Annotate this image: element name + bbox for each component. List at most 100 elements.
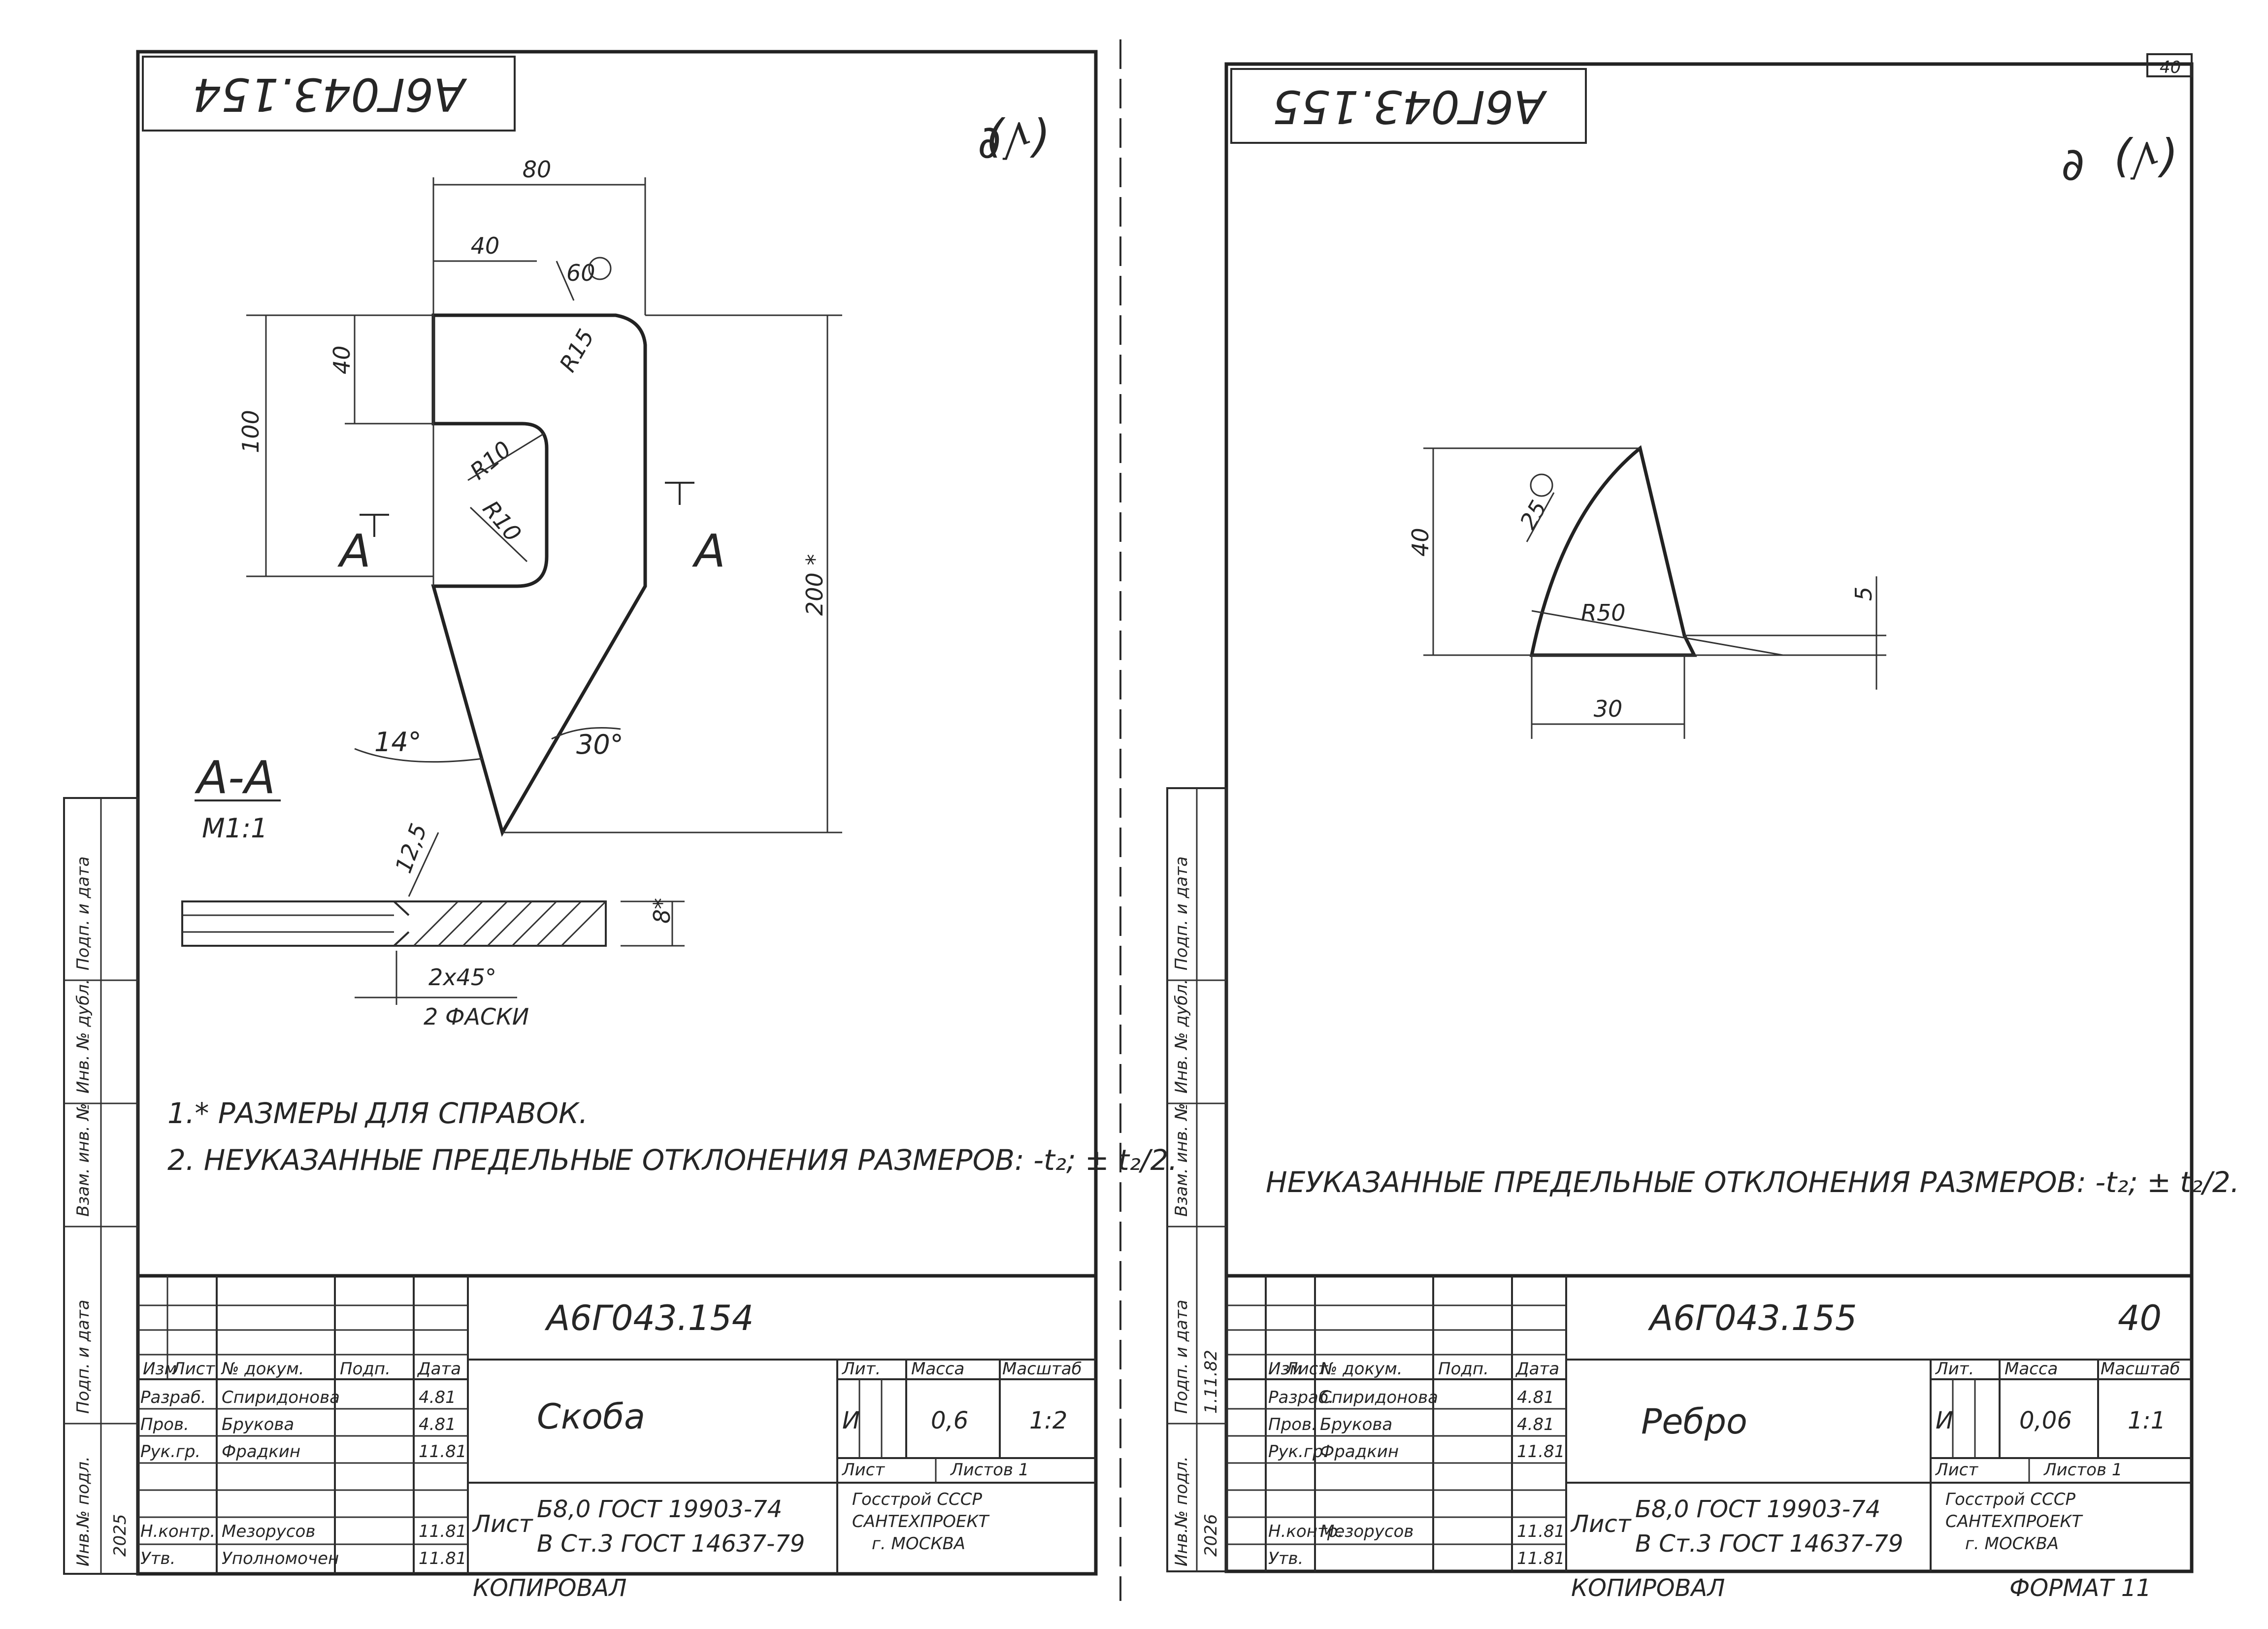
right-tb-row5-role: Н.контр. — [1268, 1522, 1343, 1541]
left-tb-row6-role: Утв. — [140, 1549, 175, 1568]
right-strip-dubl: Инв. № дубл. — [1172, 979, 1191, 1094]
left-tb-lit-value: И — [842, 1407, 860, 1434]
left-tb-row3-name: Фрадкин — [222, 1442, 300, 1462]
left-tb-org-2: САНТЕХПРОЕКТ — [852, 1512, 990, 1531]
right-dim-40: 40 — [1407, 528, 1434, 557]
right-tb-row1-date: 4.81 — [1517, 1388, 1554, 1407]
dim-8: 8* — [649, 898, 675, 924]
right-tb-org-3: г. МОСКВА — [1965, 1534, 2059, 1554]
right-sheet-frame — [1224, 62, 2194, 1573]
right-tb-scale-label: Масштаб — [2101, 1359, 2180, 1379]
left-tb-mass-label: Масса — [911, 1359, 964, 1379]
right-tb-material-2: В Ст.3 ГОСТ 14637-79 — [1635, 1530, 1903, 1558]
left-sheet-frame — [136, 50, 1098, 1576]
left-tb-material-prefix: Лист — [472, 1510, 534, 1538]
section-plate — [181, 900, 607, 947]
left-tb-scale-label: Масштаб — [1002, 1359, 1082, 1379]
left-sheet: А6Г043.154 (√) ∂ 80 40 60 R15 40 100 R — [63, 50, 1178, 1602]
right-note: НЕУКАЗАННЫЕ ПРЕДЕЛЬНЫЕ ОТКЛОНЕНИЯ РАЗМЕР… — [1266, 1165, 2239, 1199]
left-tb-name: Скоба — [537, 1396, 645, 1437]
right-tb-mass-value: 0,06 — [2019, 1407, 2072, 1434]
right-side-strip: Инв.№ подл. 2026 Подп. и дата Взам. инв.… — [1166, 787, 1227, 1572]
left-tb-material-1: Б8,0 ГОСТ 19903-74 — [537, 1496, 782, 1523]
right-tb-row2-role: Пров. — [1268, 1415, 1317, 1434]
section-title: А-А — [195, 751, 275, 804]
left-tb-row1-role: Разраб. — [140, 1388, 206, 1407]
left-strip-sign: Подп. и дата — [73, 1299, 93, 1414]
right-rotated-code: А6Г043.155 — [1272, 80, 1547, 133]
left-tb-org-3: г. МОСКВА — [872, 1534, 965, 1554]
left-tb-row2-date: 4.81 — [419, 1415, 456, 1434]
left-strip-vzam: Взам. инв. № — [73, 1103, 93, 1217]
right-tb-row5-name: Мезорусов — [1320, 1522, 1413, 1541]
left-side-strip: Инв.№ подл. 2025 Подп. и дата Взам. инв.… — [63, 797, 139, 1575]
right-tb-lit-label: Лит. — [1935, 1359, 1974, 1379]
right-tb-col-doc: № докум. — [1319, 1359, 1403, 1379]
left-tb-col-doc: № докум. — [221, 1359, 304, 1379]
right-tb-row3-date: 11.81 — [1517, 1442, 1565, 1462]
left-tb-scale-value: 1:2 — [1029, 1407, 1067, 1434]
left-tb-col-izm: Изм — [143, 1359, 177, 1379]
right-dim-25: 25 — [1514, 496, 1552, 534]
left-tb-row5-name: Мезорусов — [222, 1522, 315, 1541]
chamfer-dim: 2x45° — [428, 964, 496, 991]
right-tb-code: А6Г043.155 — [1648, 1298, 1857, 1338]
right-dim-30: 30 — [1594, 696, 1623, 722]
left-tb-row6-date: 11.81 — [419, 1549, 466, 1568]
left-tb-lit-label: Лит. — [841, 1359, 881, 1379]
left-tb-mass-value: 0,6 — [931, 1407, 968, 1434]
section-marker-left: A — [337, 525, 371, 577]
section-marker-right: A — [692, 525, 725, 577]
dim-r15: R15 — [554, 325, 599, 376]
section-hatching — [413, 900, 607, 947]
left-tb-row5-role: Н.контр. — [140, 1522, 215, 1541]
left-note-1: 1.* РАЗМЕРЫ ДЛЯ СПРАВОК. — [167, 1097, 588, 1130]
left-rotated-code: А6Г043.154 — [192, 68, 467, 121]
right-tb-col-date: Дата — [1515, 1359, 1559, 1379]
right-title-block: А6Г043.155 40 Ребро Изм Лист № докум. По… — [1224, 1274, 2194, 1573]
right-roughness-symbol: ∂ — [2061, 138, 2085, 191]
right-tb-org-1: Госстрой СССР — [1945, 1490, 2075, 1509]
right-code-box — [1230, 68, 1587, 144]
right-tb-row3-role: Рук.гр. — [1268, 1442, 1328, 1462]
left-tb-row3-date: 11.81 — [419, 1442, 466, 1462]
dim-40-top: 40 — [471, 233, 500, 259]
left-tb-row2-name: Брукова — [222, 1415, 294, 1434]
dim-40-left: 40 — [329, 345, 355, 374]
right-roughness-mark: (√) — [2113, 132, 2177, 185]
dim-12-5: 12,5 — [390, 820, 432, 877]
left-title-block: А6Г043.154 Скоба Изм Лист № докум. Подп.… — [136, 1274, 1098, 1576]
bracket-outline — [431, 313, 647, 837]
left-tb-row1-name: Спиридонова — [222, 1388, 340, 1407]
right-sheet: А6Г043.155 40 (√) ∂ 40 25 R50 5 30 НЕУКА… — [1166, 53, 2239, 1602]
right-copied-label: КОПИРОВАЛ — [1571, 1574, 1725, 1602]
right-tb-row3-name: Фрадкин — [1320, 1442, 1399, 1462]
right-tb-name: Ребро — [1641, 1401, 1747, 1442]
left-roughness-symbol: ∂ — [978, 116, 1001, 168]
left-tb-sheets-label: Листов 1 — [950, 1460, 1029, 1480]
right-sheet-number-box — [2146, 53, 2193, 77]
right-strip-inv: Инв.№ подл. — [1172, 1456, 1191, 1566]
right-sheet-number: 40 — [2160, 58, 2181, 77]
left-tb-col-list: Лист — [171, 1359, 215, 1379]
right-tb-row1-role: Разраб. — [1268, 1388, 1334, 1407]
right-tb-scale-value: 1:1 — [2128, 1407, 2166, 1434]
left-strip-sign2: Подп. и дата — [73, 856, 93, 970]
left-tb-row2-role: Пров. — [140, 1415, 189, 1434]
left-tb-col-date: Дата — [417, 1359, 461, 1379]
left-tb-col-sign: Подп. — [340, 1359, 391, 1379]
right-tb-sheets-label: Листов 1 — [2043, 1460, 2122, 1480]
dim-100: 100 — [237, 410, 264, 453]
left-tb-row6-name: Уполномочен — [222, 1549, 339, 1568]
left-tb-code: А6Г043.154 — [545, 1298, 754, 1338]
chamfer-note: 2 ФАСКИ — [424, 1003, 529, 1030]
right-tb-row2-name: Брукова — [1320, 1415, 1392, 1434]
right-tb-material-1: Б8,0 ГОСТ 19903-74 — [1635, 1496, 1880, 1523]
left-tb-row5-date: 11.81 — [419, 1522, 466, 1541]
right-tb-row6-date: 11.81 — [1517, 1549, 1565, 1568]
left-tb-row1-date: 4.81 — [419, 1388, 456, 1407]
right-tb-row6-role: Утв. — [1268, 1549, 1303, 1568]
left-strip-inv: Инв.№ подл. — [73, 1456, 93, 1566]
right-tb-org-2: САНТЕХПРОЕКТ — [1945, 1512, 2083, 1531]
dim-80: 80 — [523, 156, 552, 183]
